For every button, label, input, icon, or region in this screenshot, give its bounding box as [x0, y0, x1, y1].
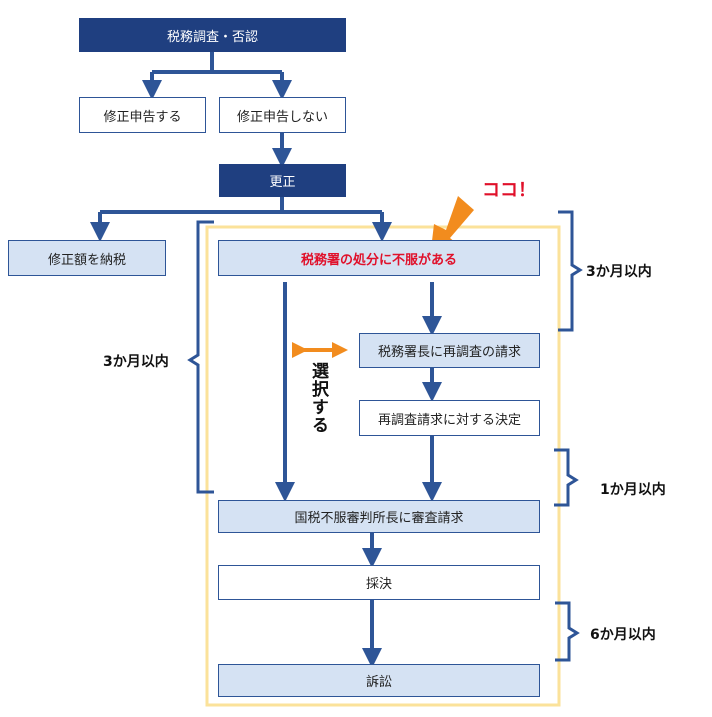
bracket-right-1month — [554, 448, 579, 507]
node-amend-not-file: 修正申告しない — [219, 97, 346, 133]
node-tax-audit: 税務調査・否認 — [79, 18, 346, 52]
node-dissatisfied: 税務署の処分に不服がある — [218, 240, 540, 276]
connector-correction-split — [100, 197, 382, 214]
right-3months-label: 3か月以内 — [586, 264, 652, 280]
connector-audit-split — [152, 52, 282, 74]
node-reinvestigation-request: 税務署長に再調査の請求 — [359, 333, 540, 368]
node-correction: 更正 — [219, 164, 346, 197]
node-reinvestigation-decision: 再調査請求に対する決定 — [359, 400, 540, 436]
bracket-right-6months — [555, 601, 580, 662]
highlight-frame — [205, 225, 561, 707]
node-tribunal-request: 国税不服審判所長に審査請求 — [218, 500, 540, 533]
node-lawsuit: 訴訟 — [218, 664, 540, 697]
bracket-left-3months — [187, 220, 214, 494]
bracket-right-3months — [558, 210, 583, 332]
choose-label: 選択する — [308, 362, 328, 434]
node-pay-amended: 修正額を納税 — [8, 240, 166, 276]
right-6months-label: 6か月以内 — [590, 627, 656, 643]
right-1month-label: 1か月以内 — [600, 482, 666, 498]
koko-callout: ココ！ — [482, 180, 536, 201]
node-ruling: 採決 — [218, 565, 540, 600]
node-amend-file: 修正申告する — [79, 97, 206, 133]
left-3months-label: 3か月以内 — [103, 354, 169, 370]
